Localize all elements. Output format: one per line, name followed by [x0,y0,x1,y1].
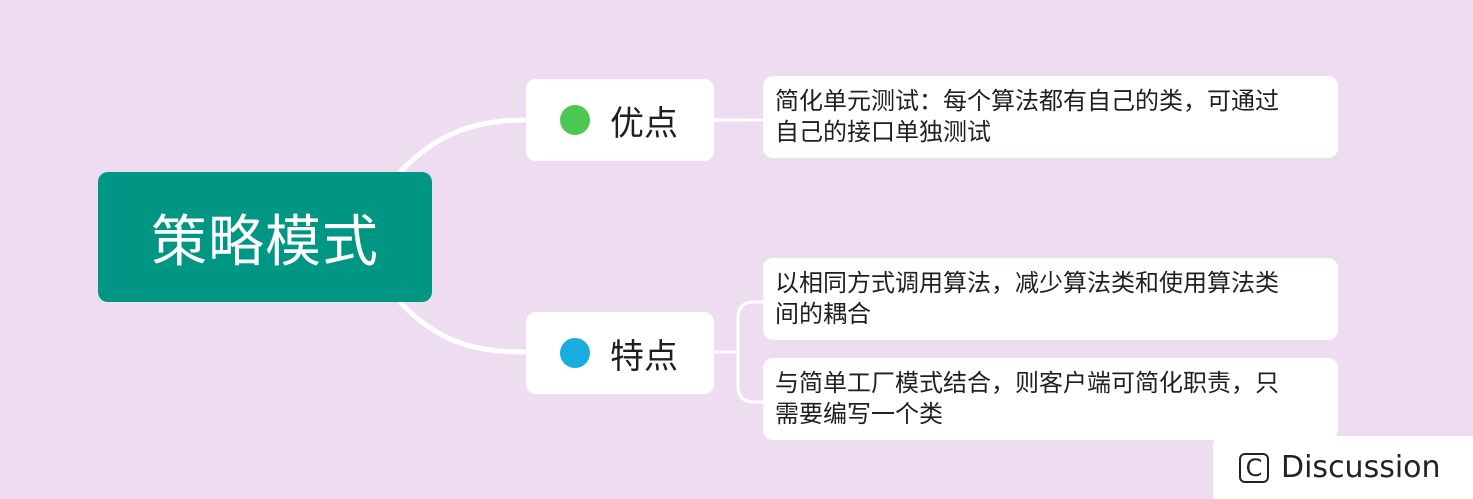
branch-label-features: 特点 [610,336,678,377]
leaf-text-line: 简化单元测试：每个算法都有自己的类，可通过 [775,87,1279,115]
leaf-text-line: 以相同方式调用算法，减少算法类和使用算法类 [775,269,1279,297]
leaf-text-line: 间的耦合 [775,300,871,328]
leaf-text-line: 自己的接口单独测试 [775,118,991,146]
watermark-label: Discussion [1281,450,1441,485]
branch-label-advantages: 优点 [610,103,678,144]
blue-dot-icon [560,338,590,368]
connector-features-to-leaf-2 [736,352,763,404]
leaf-node-unit-testing[interactable]: 简化单元测试：每个算法都有自己的类，可通过 自己的接口单独测试 [763,76,1338,158]
connector-features-to-leaf-1 [714,300,763,354]
leaf-node-same-invocation[interactable]: 以相同方式调用算法，减少算法类和使用算法类 间的耦合 [763,258,1338,340]
connector-root-to-advantages [398,117,527,174]
root-node[interactable]: 策略模式 [98,172,432,302]
leaf-text-line: 与简单工厂模式结合，则客户端可简化职责，只 [775,369,1279,397]
branch-node-features[interactable]: 特点 [526,312,714,394]
c-badge-icon: C [1239,452,1269,483]
leaf-node-simple-factory[interactable]: 与简单工厂模式结合，则客户端可简化职责，只 需要编写一个类 [763,358,1338,440]
leaf-text-line: 需要编写一个类 [775,400,943,428]
green-dot-icon [560,105,590,135]
branch-node-advantages[interactable]: 优点 [526,79,714,161]
root-node-label: 策略模式 [151,209,379,275]
connector-root-to-features [398,300,527,355]
discussion-watermark: C Discussion [1213,436,1473,499]
